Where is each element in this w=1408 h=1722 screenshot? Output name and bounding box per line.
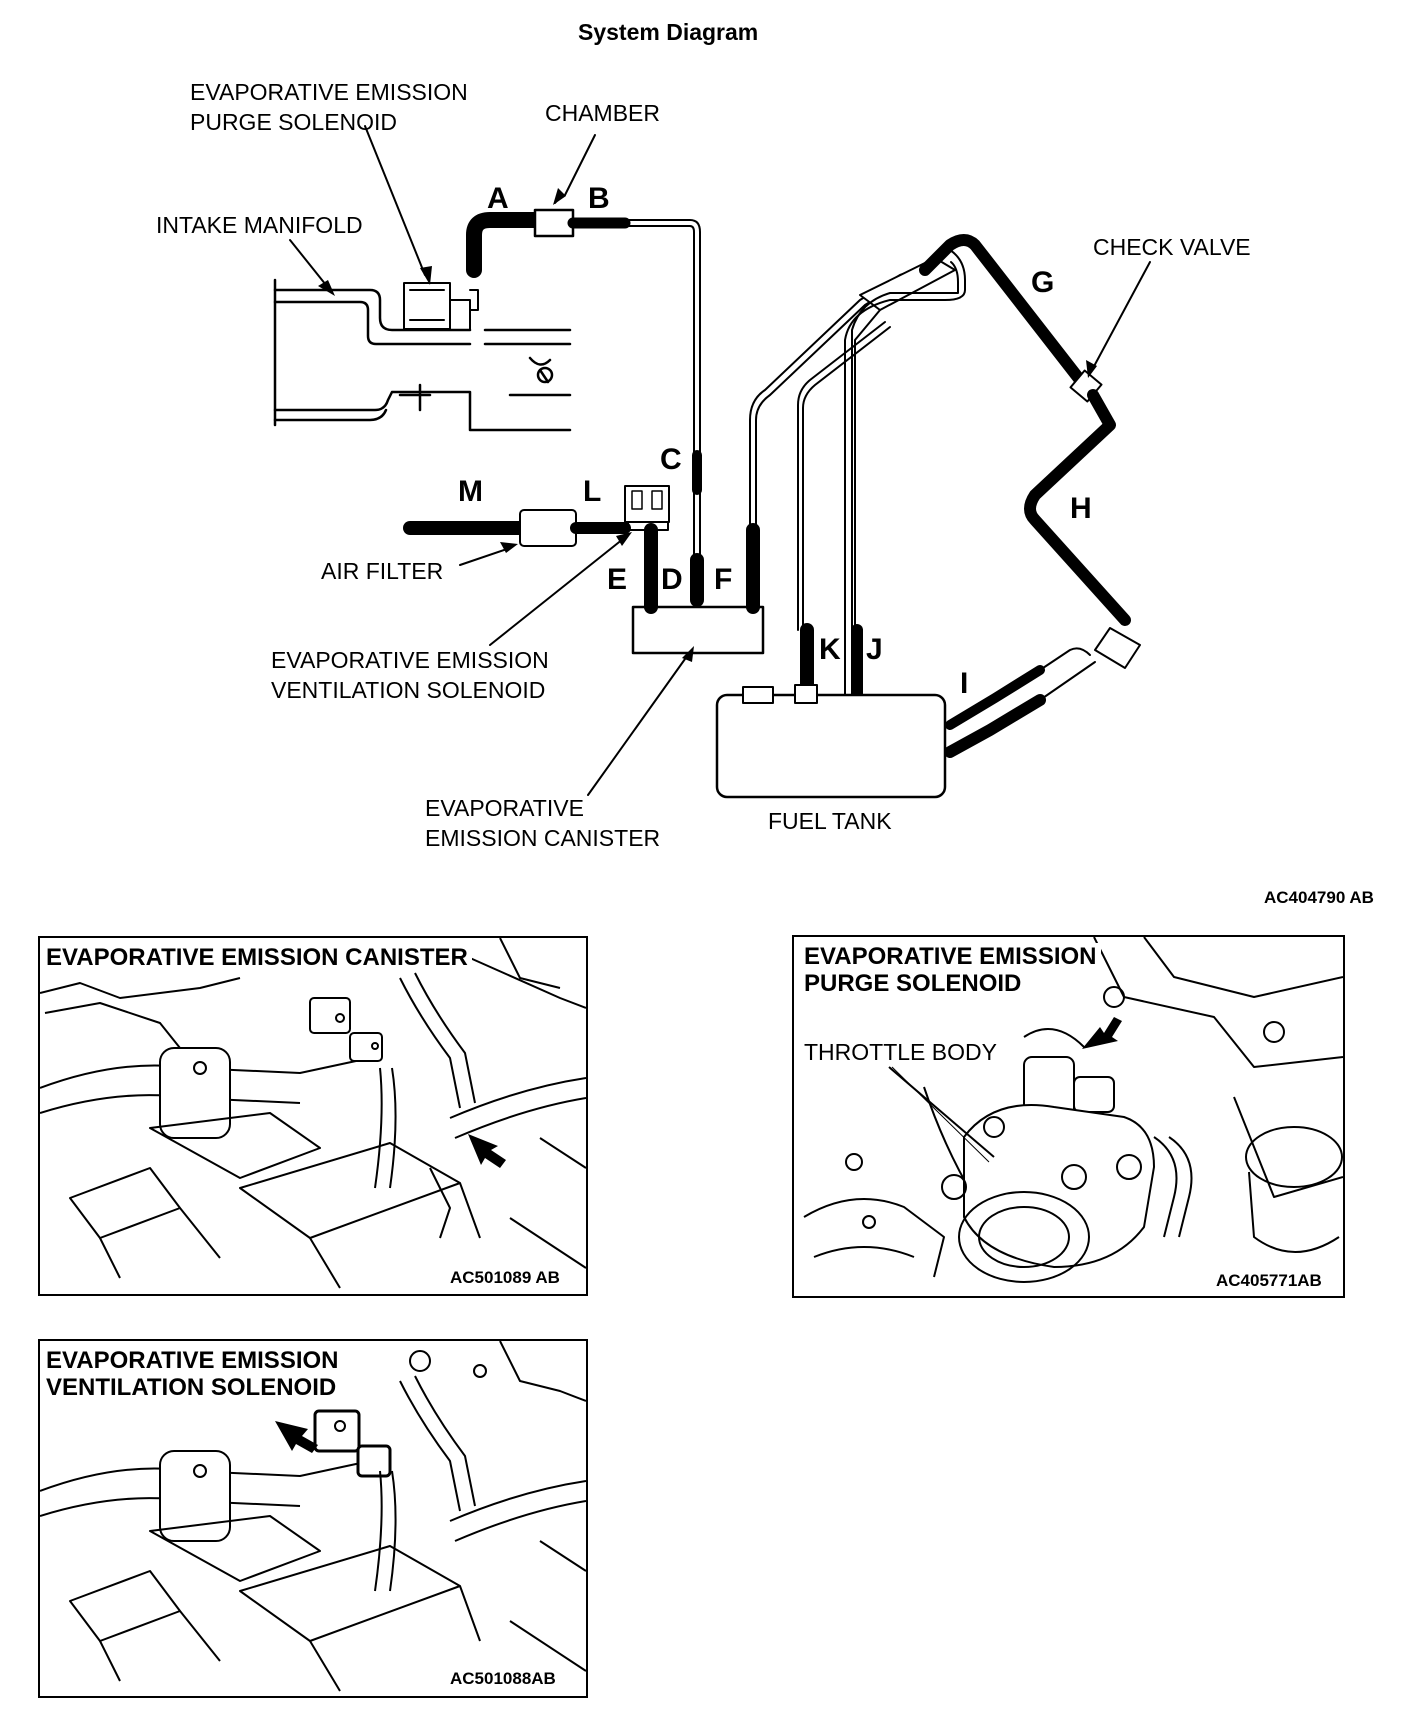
chamber-drawing xyxy=(533,208,575,238)
air-filter-label: AIR FILTER xyxy=(321,558,444,584)
check-valve-label: CHECK VALVE xyxy=(1093,234,1251,260)
intake-manifold-label: INTAKE MANIFOLD xyxy=(156,212,363,238)
hose-letter-m: M xyxy=(458,475,483,508)
canister-illustration xyxy=(40,938,586,1289)
purge-solenoid-illustration xyxy=(803,937,1343,1283)
fuel-tank-drawing xyxy=(715,693,947,799)
purge-solenoid-label: EVAPORATIVE EMISSION PURGE SOLENOID xyxy=(190,79,468,135)
canister-arrow-icon xyxy=(468,1134,506,1168)
hose-letter-d: D xyxy=(661,563,683,596)
hose-letter-g: G xyxy=(1031,266,1055,299)
chamber-label: CHAMBER xyxy=(545,100,661,126)
hose-letter-k: K xyxy=(819,633,841,666)
purge-solenoid-drawing xyxy=(403,282,479,331)
canister-panel-title: EVAPORATIVE EMISSION CANISTER xyxy=(46,944,472,971)
ventilation-panel-code: AC501088AB xyxy=(450,1669,556,1689)
hose-letter-b: B xyxy=(588,182,610,215)
throttle-body-label: THROTTLE BODY xyxy=(804,1039,997,1066)
ventilation-solenoid-illustration xyxy=(40,1341,586,1692)
intake-manifold-drawing xyxy=(273,278,572,432)
purge-solenoid-photo-panel: EVAPORATIVE EMISSION PURGE SOLENOID THRO… xyxy=(792,935,1345,1298)
canister-photo-panel: EVAPORATIVE EMISSION CANISTER xyxy=(38,936,588,1296)
canister-drawing xyxy=(631,605,765,655)
hose-g xyxy=(919,234,1086,386)
canister-panel-code: AC501089 AB xyxy=(450,1268,560,1288)
hose-letter-j: J xyxy=(866,633,883,666)
fuel-tank-label: FUEL TANK xyxy=(768,808,892,834)
ventilation-solenoid-label: EVAPORATIVE EMISSION VENTILATION SOLENOI… xyxy=(271,647,549,703)
hose-a xyxy=(466,212,543,278)
system-diagram xyxy=(273,125,1151,799)
hose-letter-a: A xyxy=(487,182,509,215)
hose-letter-h: H xyxy=(1070,492,1092,525)
purge-panel-title: EVAPORATIVE EMISSION PURGE SOLENOID xyxy=(804,943,1101,997)
hose-h xyxy=(1024,389,1131,626)
ventilation-solenoid-photo-panel: EVAPORATIVE EMISSION VENTILATION SOLENOI… xyxy=(38,1339,588,1698)
hose-letter-f: F xyxy=(714,563,733,596)
hose-letter-l: L xyxy=(583,475,602,508)
air-filter-drawing xyxy=(519,509,577,547)
hose-letter-e: E xyxy=(607,563,628,596)
ventilation-panel-title: EVAPORATIVE EMISSION VENTILATION SOLENOI… xyxy=(46,1347,343,1401)
purge-panel-code: AC405771AB xyxy=(1216,1271,1322,1291)
hose-i xyxy=(945,665,1045,730)
hose-letter-i: I xyxy=(960,667,969,700)
ventilation-arrow-icon xyxy=(275,1421,318,1453)
purge-arrow-icon xyxy=(1082,1017,1122,1049)
page-title: System Diagram xyxy=(578,19,759,45)
hose-letter-c: C xyxy=(660,443,682,476)
canister-label: EVAPORATIVE EMISSION CANISTER xyxy=(425,795,661,851)
figure-code: AC404790 AB xyxy=(1264,888,1374,907)
